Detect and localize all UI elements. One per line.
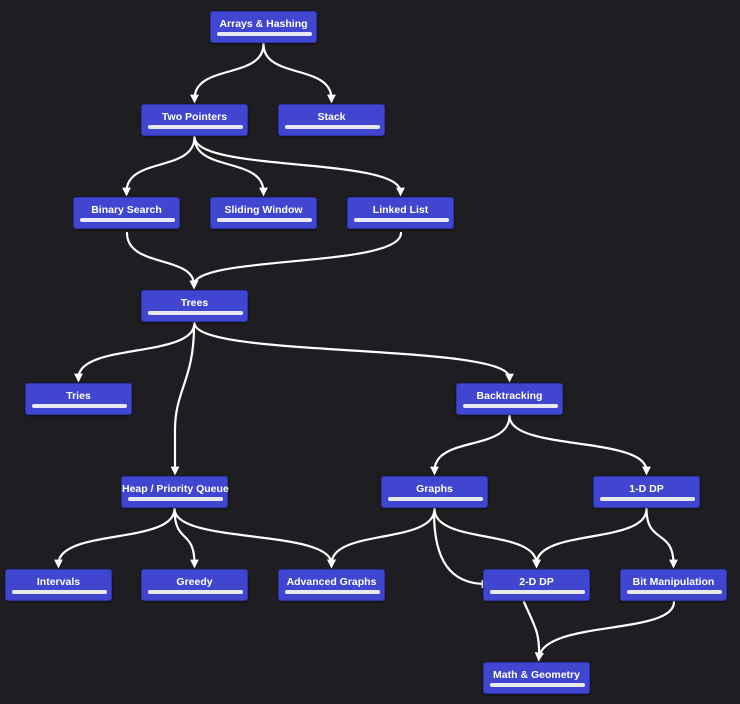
node-progress-bar — [490, 590, 585, 594]
node-heap[interactable]: Heap / Priority Queue — [121, 476, 229, 508]
node-progress-bar — [490, 683, 585, 687]
node-label: Math & Geometry — [493, 669, 580, 681]
node-bit[interactable]: Bit Manipulation — [620, 569, 727, 601]
edge-linked-list-to-trees — [189, 231, 403, 290]
node-label: Backtracking — [476, 390, 543, 402]
node-sliding-window[interactable]: Sliding Window — [210, 197, 317, 229]
edge-graphs-to-adv-graphs — [327, 507, 436, 569]
node-progress-bar — [600, 497, 695, 501]
edge-graphs-to-dp2 — [433, 507, 541, 569]
node-greedy[interactable]: Greedy — [141, 569, 248, 601]
edge-two-pointers-to-linked-list — [193, 135, 405, 197]
node-label: Trees — [180, 297, 209, 309]
node-linked-list[interactable]: Linked List — [347, 197, 454, 229]
edge-binary-search-to-trees — [125, 231, 199, 290]
node-label: Advanced Graphs — [286, 576, 377, 588]
node-progress-bar — [32, 404, 127, 408]
node-label: Stack — [317, 111, 346, 123]
edge-trees-to-tries — [74, 321, 196, 383]
node-label: 2-D DP — [519, 576, 554, 588]
node-dp2[interactable]: 2-D DP — [483, 569, 590, 601]
node-label: Linked List — [372, 204, 429, 216]
node-progress-bar — [217, 218, 312, 222]
node-tries[interactable]: Tries — [25, 383, 132, 415]
node-label: Greedy — [176, 576, 213, 588]
node-label: 1-D DP — [629, 483, 664, 495]
edge-bit-to-math — [535, 600, 676, 662]
node-progress-bar — [463, 404, 558, 408]
node-label: Binary Search — [91, 204, 162, 216]
node-progress-bar — [80, 218, 175, 222]
node-progress-bar — [354, 218, 449, 222]
edge-backtracking-to-graphs — [430, 414, 511, 476]
node-progress-bar — [148, 590, 243, 594]
node-progress-bar — [128, 497, 223, 501]
node-adv-graphs[interactable]: Advanced Graphs — [278, 569, 385, 601]
node-backtracking[interactable]: Backtracking — [456, 383, 563, 415]
edge-arrays-to-two-pointers — [190, 42, 265, 104]
node-label: Heap / Priority Queue — [122, 483, 229, 495]
node-progress-bar — [388, 497, 483, 501]
edge-arrays-to-stack — [262, 42, 336, 104]
edge-heap-to-adv-graphs — [173, 507, 336, 569]
edge-trees-to-backtracking — [193, 321, 514, 383]
edge-two-pointers-to-binary-search — [122, 135, 196, 197]
node-progress-bar — [627, 590, 722, 594]
node-stack[interactable]: Stack — [278, 104, 385, 136]
node-two-pointers[interactable]: Two Pointers — [141, 104, 248, 136]
node-math[interactable]: Math & Geometry — [483, 662, 590, 694]
node-arrays[interactable]: Arrays & Hashing — [210, 11, 317, 43]
edge-dp2-to-math — [522, 600, 544, 662]
edge-dp1-to-bit — [645, 507, 678, 569]
edge-dp1-to-dp2 — [532, 507, 648, 569]
node-binary-search[interactable]: Binary Search — [73, 197, 180, 229]
edge-backtracking-to-dp1 — [508, 414, 651, 476]
node-label: Sliding Window — [224, 204, 303, 216]
node-progress-bar — [285, 590, 380, 594]
node-dp1[interactable]: 1-D DP — [593, 476, 700, 508]
node-progress-bar — [217, 32, 312, 36]
node-label: Intervals — [36, 576, 81, 588]
node-progress-bar — [285, 125, 380, 129]
node-progress-bar — [148, 125, 243, 129]
edge-trees-to-heap — [170, 324, 196, 476]
edge-graphs-to-math — [432, 510, 491, 589]
edge-two-pointers-to-sliding-window — [193, 135, 268, 197]
node-graphs[interactable]: Graphs — [381, 476, 488, 508]
node-label: Two Pointers — [161, 111, 228, 123]
edge-heap-to-greedy — [173, 507, 199, 569]
node-label: Arrays & Hashing — [219, 18, 308, 30]
node-label: Bit Manipulation — [632, 576, 715, 588]
node-label: Tries — [66, 390, 91, 402]
node-label: Graphs — [416, 483, 453, 495]
node-trees[interactable]: Trees — [141, 290, 248, 322]
node-intervals[interactable]: Intervals — [5, 569, 112, 601]
edge-heap-to-intervals — [54, 507, 176, 569]
node-progress-bar — [12, 590, 107, 594]
node-progress-bar — [148, 311, 243, 315]
